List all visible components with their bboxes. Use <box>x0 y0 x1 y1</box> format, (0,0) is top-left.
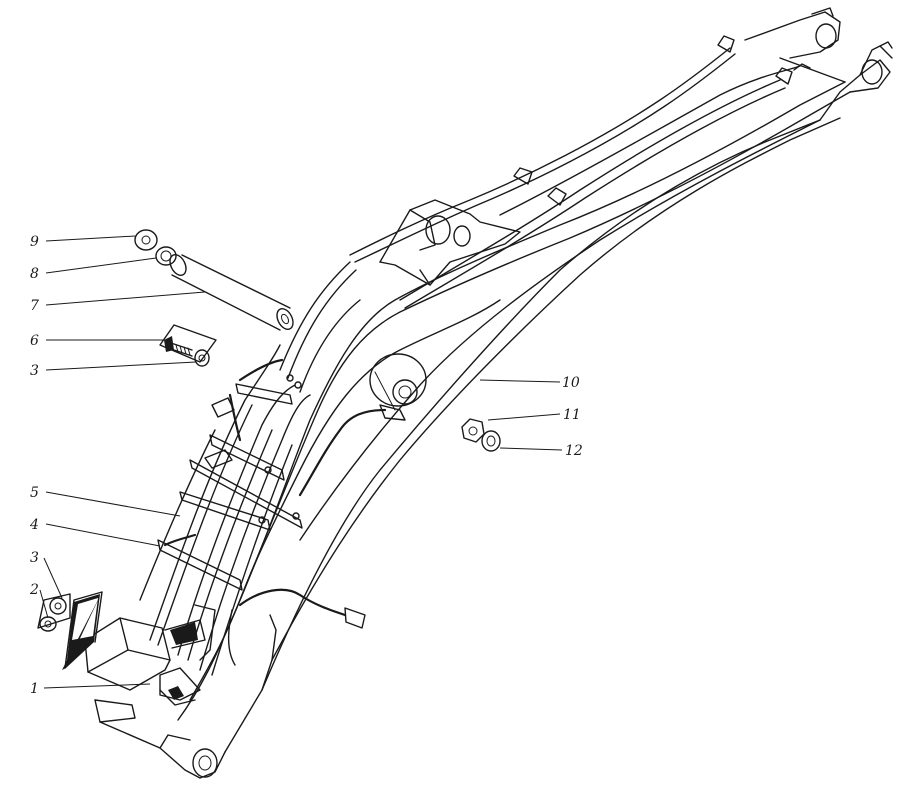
callout-10: 10 <box>562 375 580 391</box>
part-9-washer <box>134 229 158 251</box>
leader-lines <box>39 235 563 689</box>
shaded-plates <box>62 591 198 670</box>
callout-4: 4 <box>29 517 39 533</box>
callout-5: 5 <box>30 485 39 501</box>
bolt-detail <box>159 324 217 367</box>
hose-clamps <box>157 358 303 591</box>
callout-7: 7 <box>30 298 39 314</box>
part-3-washer-top <box>194 349 210 367</box>
heel-housing <box>84 604 216 706</box>
boom-body <box>94 7 893 779</box>
part-7-pin <box>169 253 294 331</box>
pin-assembly <box>134 229 294 331</box>
callout-12: 12 <box>565 443 583 459</box>
callout-9: 9 <box>30 234 39 250</box>
electrical-cable <box>227 404 406 666</box>
callout-2: 2 <box>29 582 39 598</box>
callout-8: 8 <box>30 266 39 282</box>
part-11-nut <box>461 418 485 443</box>
callout-3-upper: 3 <box>30 363 39 379</box>
callout-11: 11 <box>563 407 581 423</box>
callout-3-lower: 3 <box>30 550 39 566</box>
callout-1: 1 <box>30 681 39 697</box>
part-8-ring <box>155 246 177 266</box>
callout-6: 6 <box>30 333 39 349</box>
hydraulic-lines <box>139 35 811 676</box>
part-12-washer <box>481 430 501 452</box>
callout-labels: 9 8 7 6 3 5 4 3 2 1 10 11 12 <box>29 234 583 697</box>
nut-washer <box>461 418 501 452</box>
